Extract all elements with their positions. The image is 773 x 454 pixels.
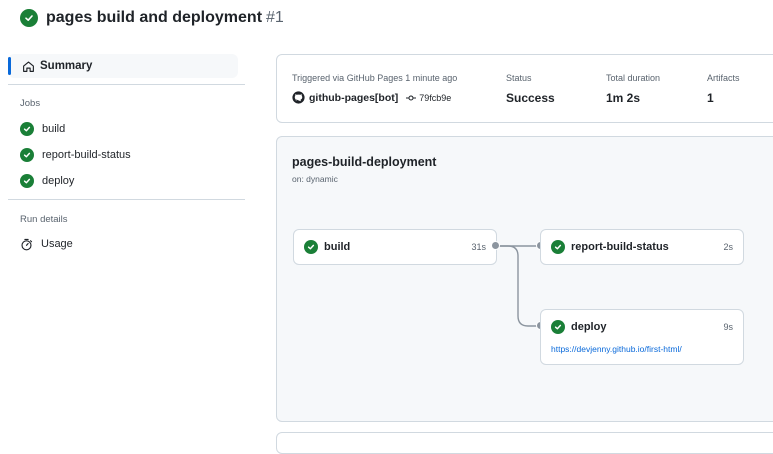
next-section-card bbox=[276, 432, 773, 454]
commit-sha: 79fcb9e bbox=[419, 92, 452, 103]
run-summary-card: Triggered via GitHub Pages 1 minute ago … bbox=[276, 54, 773, 123]
commit-ref[interactable]: 79fcb9e bbox=[406, 93, 451, 103]
stopwatch-icon bbox=[20, 238, 33, 251]
job-node-deploy[interactable]: deploy 9s https://devjenny.github.io/fir… bbox=[540, 309, 744, 365]
check-circle-icon bbox=[20, 148, 34, 162]
job-duration: 2s bbox=[723, 242, 733, 252]
github-logo-icon bbox=[292, 91, 305, 104]
sidebar-item-label: Summary bbox=[40, 60, 93, 72]
check-circle-icon bbox=[551, 320, 565, 334]
sidebar-item-usage[interactable]: Usage bbox=[20, 234, 73, 254]
status-value: Success bbox=[506, 91, 555, 105]
job-node-report-build-status[interactable]: report-build-status 2s bbox=[540, 229, 744, 265]
connector-dot bbox=[491, 241, 500, 250]
job-name: report-build-status bbox=[571, 241, 669, 253]
git-commit-icon bbox=[406, 94, 417, 102]
sidebar-divider bbox=[8, 84, 245, 85]
actor-name[interactable]: github-pages[bot] bbox=[309, 91, 399, 104]
sidebar-divider bbox=[8, 199, 245, 200]
artifacts-label: Artifacts bbox=[707, 73, 740, 83]
jobs-heading: Jobs bbox=[20, 98, 41, 109]
job-connectors bbox=[496, 245, 540, 327]
sidebar-item-build[interactable]: build bbox=[20, 119, 65, 139]
sidebar-item-label: deploy bbox=[42, 175, 75, 187]
check-circle-icon bbox=[551, 240, 565, 254]
check-circle-icon bbox=[20, 174, 34, 188]
job-duration: 9s bbox=[723, 322, 733, 332]
artifacts-value[interactable]: 1 bbox=[707, 91, 714, 105]
job-duration: 31s bbox=[471, 242, 486, 252]
check-circle-icon bbox=[20, 9, 38, 27]
status-label: Status bbox=[506, 73, 532, 83]
job-node-build[interactable]: build 31s bbox=[293, 229, 497, 265]
duration-value: 1m 2s bbox=[606, 91, 641, 105]
actor-row: github-pages[bot] 79fcb9e bbox=[292, 91, 451, 104]
run-title: pages build and deployment bbox=[46, 9, 263, 26]
sidebar-item-label: build bbox=[42, 123, 66, 135]
job-name: build bbox=[324, 241, 351, 253]
run-header: pages build and deployment #1 bbox=[20, 6, 284, 30]
job-name: deploy bbox=[571, 321, 607, 333]
sidebar-item-label: Usage bbox=[41, 238, 73, 250]
check-circle-icon bbox=[304, 240, 318, 254]
workflow-name: pages-build-deployment bbox=[292, 155, 437, 169]
triggered-text: Triggered via GitHub Pages 1 minute ago bbox=[292, 73, 458, 83]
sidebar-item-deploy[interactable]: deploy bbox=[20, 171, 74, 191]
duration-label: Total duration bbox=[606, 73, 661, 83]
sidebar-item-summary[interactable]: Summary bbox=[8, 54, 238, 78]
deployment-url-link[interactable]: https://devjenny.github.io/first-html/ bbox=[551, 344, 682, 354]
workflow-trigger: on: dynamic bbox=[292, 174, 338, 184]
home-icon bbox=[20, 58, 36, 74]
workflow-graph: pages-build-deployment on: dynamic build… bbox=[276, 136, 773, 422]
run-number: #1 bbox=[266, 9, 284, 26]
sidebar-item-label: report-build-status bbox=[42, 149, 131, 161]
active-indicator bbox=[8, 57, 11, 75]
run-details-heading: Run details bbox=[20, 214, 68, 225]
sidebar-item-report-build-status[interactable]: report-build-status bbox=[20, 145, 131, 165]
check-circle-icon bbox=[20, 122, 34, 136]
